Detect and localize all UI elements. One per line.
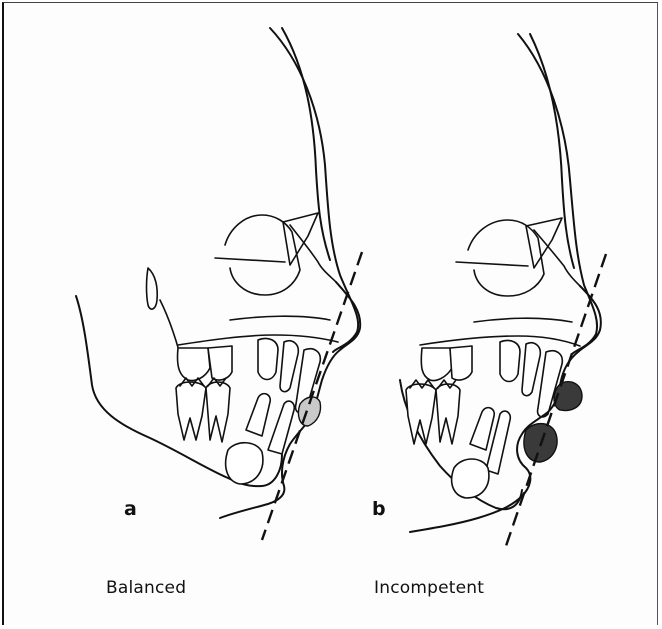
- panel-b-illustration: [400, 34, 606, 546]
- panel-b-lower-molar-2: [436, 384, 460, 444]
- panel-b-label: b: [372, 498, 386, 520]
- panel-a-lower-incisor: [268, 401, 294, 454]
- panel-a-maxilla: [230, 316, 330, 320]
- panel-a-ear-marker: [147, 268, 158, 309]
- panel-b-forehead-contour: [518, 34, 597, 354]
- panel-a-lower-canine: [226, 443, 263, 484]
- panel-b-lower-molar-1: [406, 384, 436, 444]
- panel-a-esthetic-line: [262, 252, 362, 540]
- panel-b-upper-premolar: [500, 340, 520, 381]
- panel-a-orbit-floor: [215, 258, 285, 262]
- panel-b-esthetic-line: [506, 254, 606, 546]
- panel-a-illustration: [76, 28, 362, 540]
- panel-b-lower-premolar: [470, 408, 494, 450]
- panel-a-lower-molar-1: [176, 382, 206, 440]
- panel-a-label: a: [124, 498, 137, 520]
- panel-b-upper-canine: [522, 343, 540, 396]
- panel-b-lower-canine: [452, 459, 489, 498]
- panel-a-upper-premolar: [258, 338, 278, 379]
- panel-a-upper-canine: [280, 341, 298, 392]
- panel-a-upper-molar-1: [177, 348, 210, 381]
- panel-b-upper-molar-1: [421, 348, 452, 381]
- panel-a-lower-premolar: [246, 394, 270, 436]
- panel-a-caption: Balanced: [106, 578, 186, 598]
- panel-b-maxilla: [474, 318, 572, 322]
- panel-b-orbit-floor: [456, 262, 528, 266]
- panel-b-caption: Incompetent: [374, 578, 484, 598]
- panel-b-zygoma: [526, 218, 562, 268]
- panel-a-upper-molar-2: [208, 346, 232, 380]
- panel-a-lower-molar-2: [206, 382, 230, 442]
- panel-b-upper-molar-2: [450, 346, 472, 380]
